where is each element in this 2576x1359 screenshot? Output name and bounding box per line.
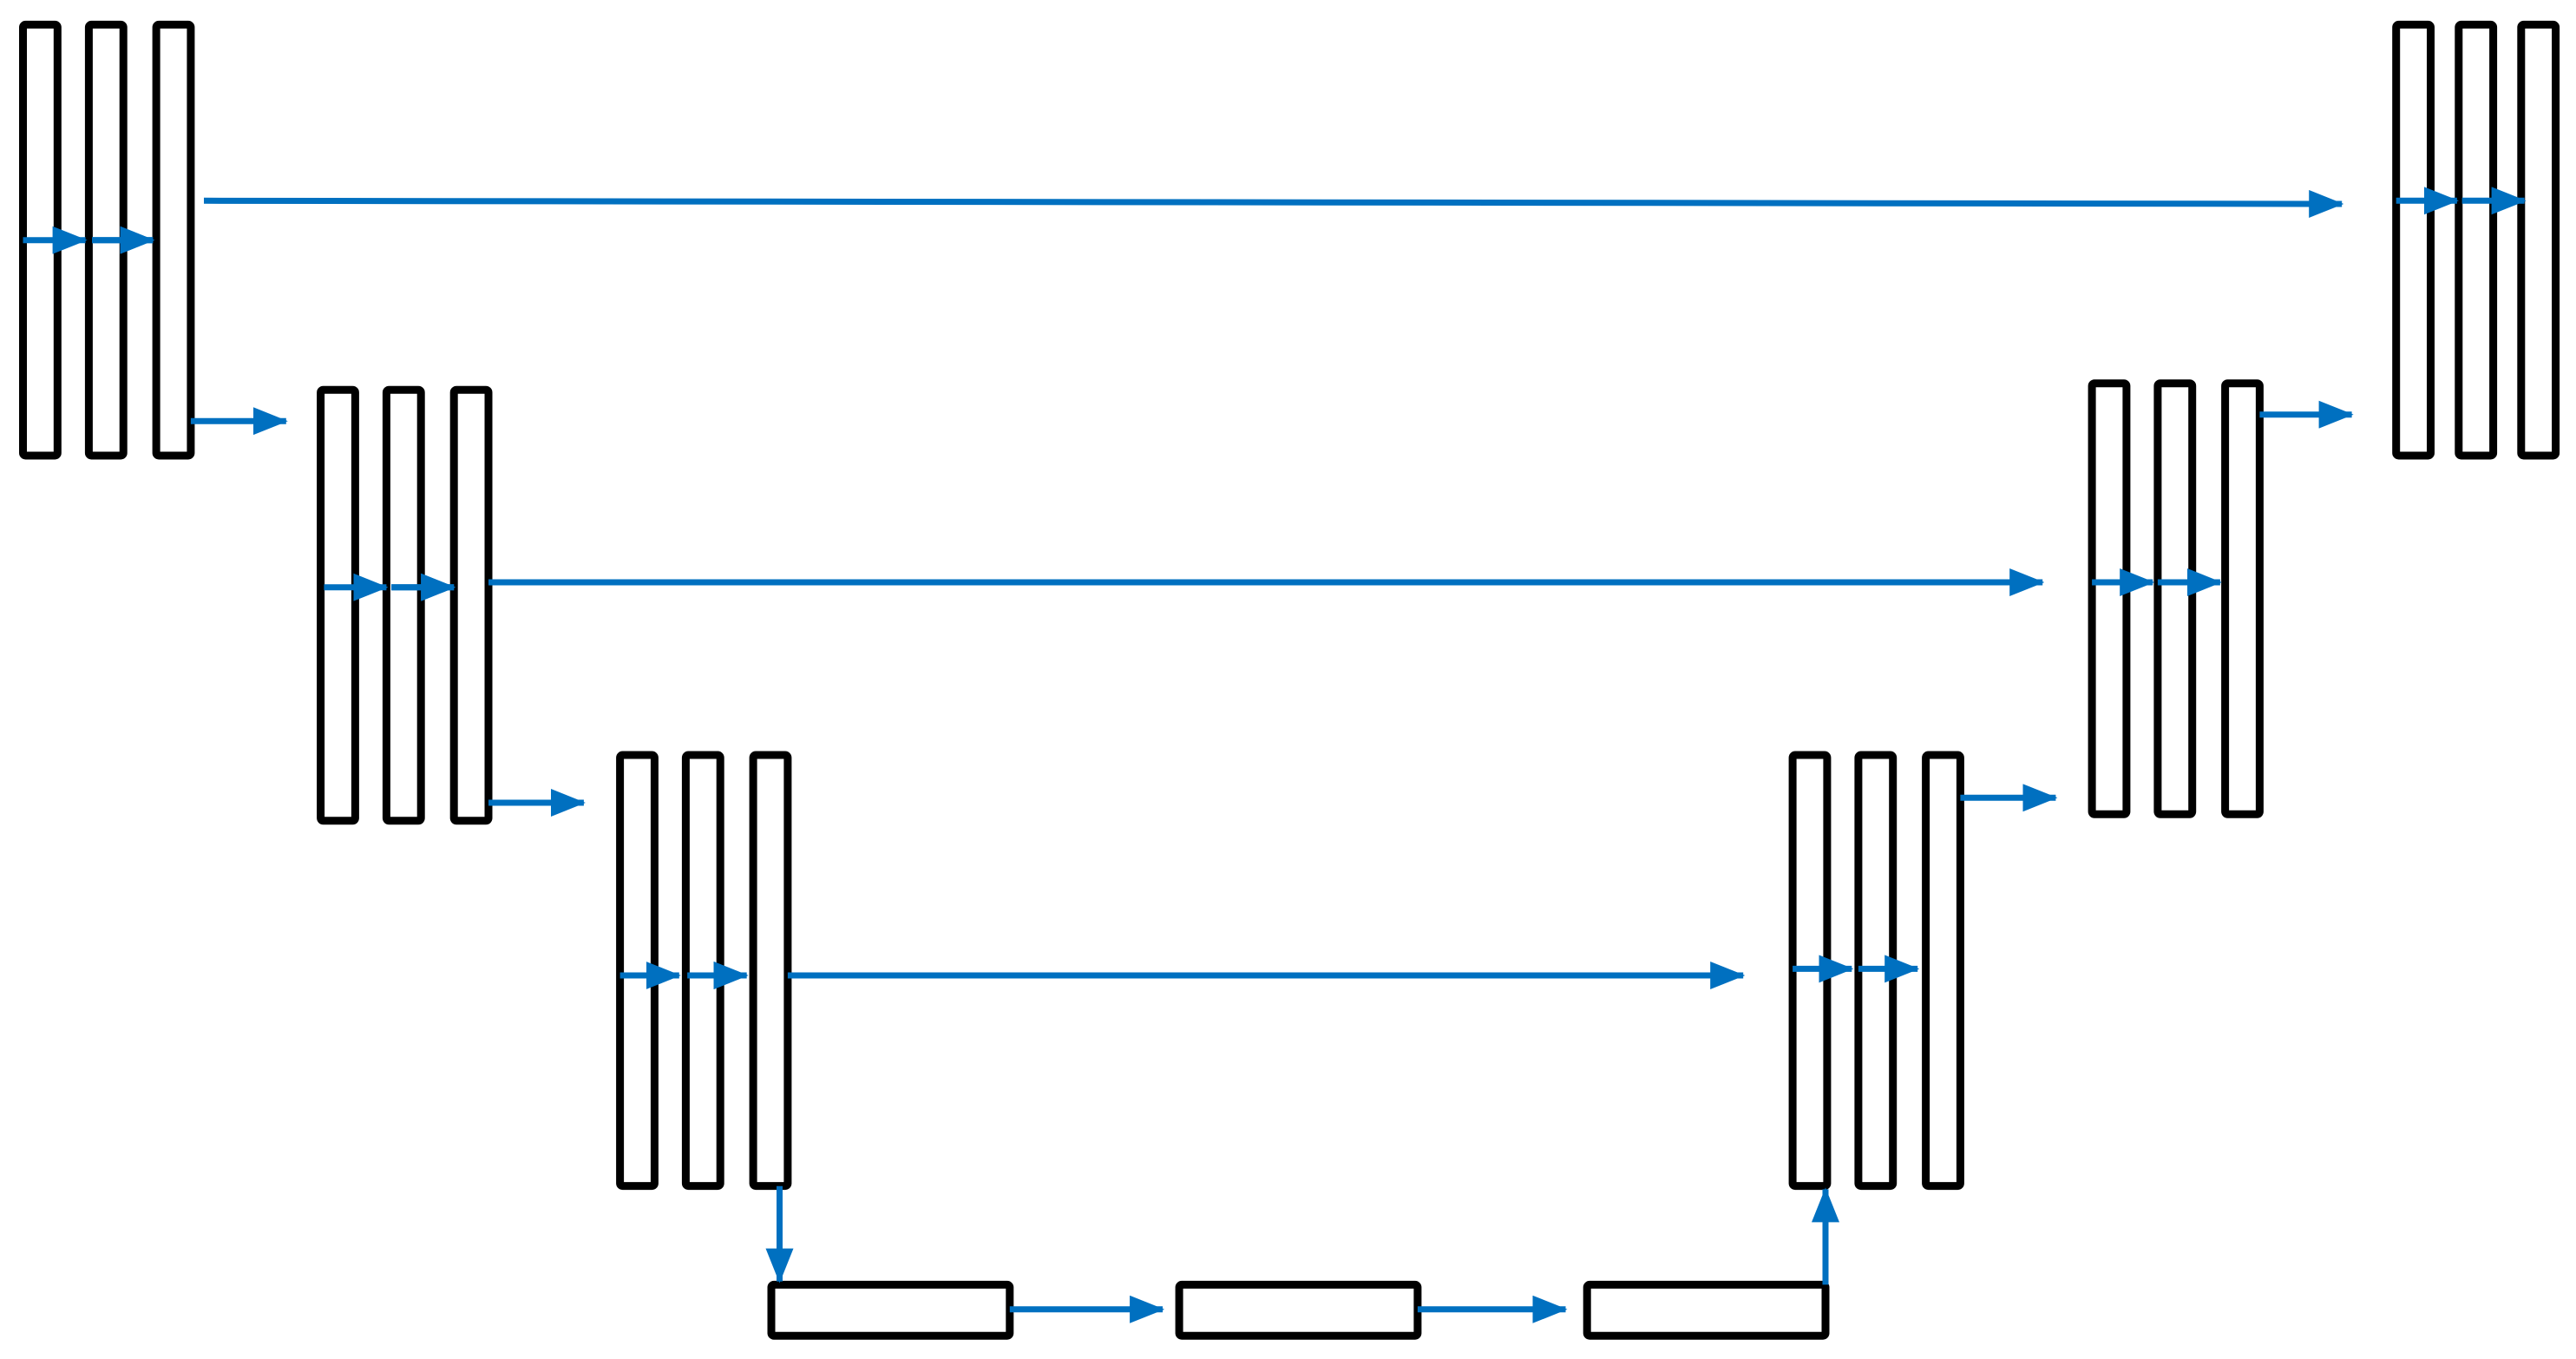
block-bott-b: [1175, 1280, 1422, 1340]
block-dec1-c: [2517, 20, 2560, 460]
block-enc1-c: [152, 20, 195, 460]
block-enc2-c: [449, 385, 493, 825]
arrows-layer: [23, 187, 2527, 1323]
block-dec2-b: [2153, 379, 2197, 818]
block-enc2-a: [317, 385, 359, 825]
block-enc3-c: [749, 751, 792, 1191]
block-bott-a: [767, 1280, 1014, 1340]
block-dec1-b: [2455, 20, 2498, 460]
block-dec1-a: [2392, 20, 2435, 460]
block-dec3-c: [1922, 751, 1964, 1191]
block-enc2-b: [382, 385, 425, 825]
block-dec2-a: [2088, 379, 2131, 818]
block-enc3-b: [681, 751, 724, 1191]
block-enc3-a: [616, 751, 659, 1191]
arrow-skip-level-1: [203, 189, 2344, 218]
block-bott-c: [1583, 1280, 1830, 1340]
block-dec2-c: [2221, 379, 2264, 818]
